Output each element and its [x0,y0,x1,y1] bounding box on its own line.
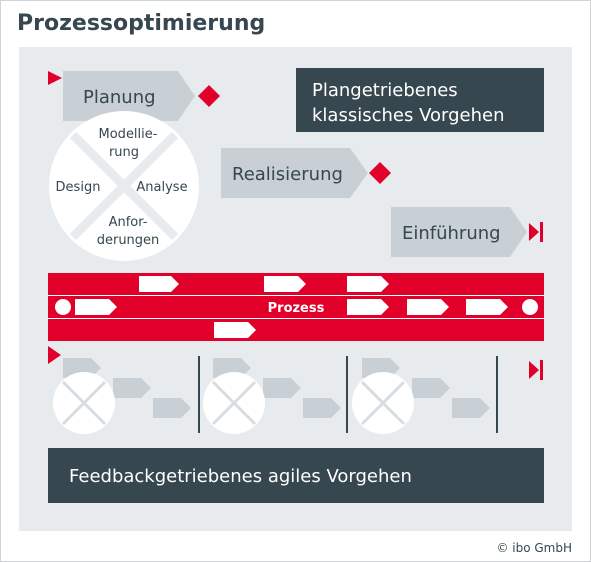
process-band-row-3 [48,319,544,341]
end-marker-agile-triangle [529,361,539,379]
agile-iteration-3 [352,356,498,434]
copyright-credit: © ibo GmbH [496,541,572,555]
iteration-separator-2 [346,356,348,433]
band-arrow-row2-2 [347,299,389,315]
classic-heading-box: Plangetriebenes klassisches Vorgehen [296,68,544,132]
phase-einfuehrung-label: Einführung [402,223,501,244]
iteration-1-arrow-3 [153,398,191,418]
process-band: Prozess [48,273,544,341]
phase-planung-label: Planung [83,87,156,108]
end-marker-agile [529,360,543,380]
milestone-diamond-1 [198,85,220,107]
band-arrow-row1-2 [264,276,306,292]
cycle-diagram: Modellie- rung Design Analyse Anfor- der… [49,111,199,261]
milestone-diamond-2 [369,162,391,184]
iteration-1-cross-2 [61,380,107,426]
iteration-3-cross-2 [360,380,406,426]
phase-planung: Planung [63,71,220,121]
band-arrow-row2-4 [466,299,508,315]
phase-realisierung-arrow [221,148,368,198]
cycle-label-bottom-1: Anfor- [109,215,148,230]
iteration-2-arrow-3 [303,398,341,418]
band-end-circle [522,299,538,315]
iteration-1-arrow-2 [113,378,151,398]
agile-heading-bg [48,448,544,503]
band-arrow-row1-1 [139,276,179,292]
iteration-3-arrow-3 [452,398,490,418]
agile-iteration-2 [203,356,348,434]
agile-heading-box: Feedbackgetriebenes agiles Vorgehen [48,448,544,503]
phase-realisierung: Realisierung [221,148,391,198]
classic-heading-line1: Plangetriebenes [312,80,458,101]
start-marker [48,71,62,85]
phase-einfuehrung-arrow [391,207,527,257]
end-marker-classic-bar [540,222,543,242]
page-title: Prozessoptimierung [17,11,266,36]
classic-heading-bg [296,68,544,132]
band-label: Prozess [268,301,325,316]
band-arrow-row1-3 [347,276,389,292]
iteration-3-arrow-2 [412,378,450,398]
cycle-cross-2 [69,131,179,241]
phase-planung-arrow [63,71,195,121]
agile-iteration-1 [53,356,200,434]
end-marker-classic [529,222,543,242]
classic-heading-line2: klassisches Vorgehen [312,105,504,126]
iteration-separator-3 [496,356,498,433]
iteration-2-cross-2 [211,380,257,426]
band-arrow-row2-1 [75,299,117,315]
cycle-label-right: Analyse [136,180,187,195]
cycle-label-top-1: Modellie- [99,127,158,142]
cycle-label-bottom-2: derungen [97,233,160,248]
band-arrow-row3-1 [214,322,256,338]
band-arrow-row2-3 [407,299,449,315]
band-start-circle [55,299,71,315]
process-band-divider-2 [48,318,544,319]
iteration-separator-1 [198,356,200,433]
agile-start-marker [48,346,61,364]
cycle-label-left: Design [56,180,101,195]
end-marker-agile-bar [540,360,543,380]
process-band-divider-1 [48,295,544,296]
phase-realisierung-label: Realisierung [232,164,343,185]
phase-einfuehrung: Einführung [391,207,543,257]
iteration-2-arrow-2 [263,378,301,398]
cycle-label-top-2: rung [109,145,139,160]
end-marker-classic-triangle [529,223,539,241]
agile-heading-label: Feedbackgetriebenes agiles Vorgehen [69,466,412,487]
